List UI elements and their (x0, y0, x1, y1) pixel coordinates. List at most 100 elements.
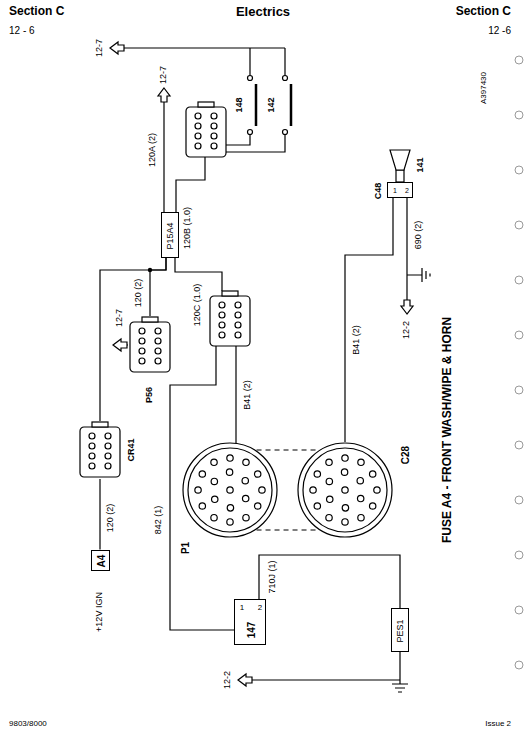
pin-number: 2 (405, 187, 409, 195)
connector-pin (89, 433, 95, 439)
page-ref: 12-2 (223, 670, 233, 690)
connector-block (219, 332, 225, 338)
connector-outline (128, 316, 172, 374)
wire-label: 690 (2) (414, 220, 424, 251)
wire (252, 652, 400, 684)
connector-pin (199, 503, 205, 509)
binder-hole (515, 111, 523, 119)
dashed-link (257, 449, 319, 450)
offpage-arrow (401, 300, 413, 314)
connector-pin (326, 478, 332, 484)
binder-hole (515, 386, 523, 394)
offpage-arrow (158, 88, 170, 102)
connector-outline (78, 421, 122, 479)
drawing-number: A397430 (480, 71, 489, 105)
connector-pin (227, 487, 233, 493)
page-number: 12 -6 (487, 25, 512, 36)
connector-pin (327, 496, 333, 502)
binder-hole (515, 661, 523, 669)
switch-symbol (256, 84, 291, 126)
round-connector-outline (182, 442, 278, 538)
connector-housing (183, 443, 277, 537)
connector-pin (254, 503, 260, 509)
connector-pin (211, 478, 217, 484)
component-label: P15A4 (166, 222, 176, 249)
connector-pin (243, 459, 249, 465)
connector-pin (155, 328, 161, 334)
round-connector-outline (297, 442, 393, 538)
section-header: Section C (8, 5, 65, 18)
connector-pin (139, 328, 145, 334)
connector-pin (358, 514, 364, 520)
component-label: P56 (145, 387, 155, 403)
pin-number: 2 (258, 604, 262, 613)
connector-ring (188, 448, 272, 532)
component-label: A4 (96, 555, 107, 568)
binder-hole (515, 551, 523, 559)
connector-block (211, 123, 217, 129)
connector-pin (139, 348, 145, 354)
connector-pin (227, 519, 233, 525)
wire (235, 346, 236, 445)
connector-pin (105, 433, 111, 439)
horn-symbol (396, 170, 404, 182)
horn-symbol (390, 150, 410, 182)
connector-block (186, 107, 226, 157)
connector-block (210, 296, 250, 346)
switch-box: PES1 (391, 608, 409, 652)
wire-label: 120A (2) (148, 132, 158, 168)
connector-block (219, 322, 225, 328)
document-number: 9803/8000 (8, 720, 48, 729)
connector-pin (342, 519, 348, 525)
connector-ring (303, 448, 387, 532)
connector-block (235, 302, 241, 308)
switch-symbol (248, 76, 292, 135)
wire (176, 157, 205, 212)
binder-hole (515, 441, 523, 449)
wire (259, 555, 400, 608)
connector: CR41 (78, 421, 122, 479)
connector-pin (139, 358, 145, 364)
wire (150, 258, 166, 316)
connector-pin (211, 514, 217, 520)
connector-pin (227, 455, 233, 461)
component-number: 148 (235, 96, 245, 113)
binder-hole (515, 331, 523, 339)
connector-pin (155, 338, 161, 344)
component-label: C28 (400, 446, 411, 464)
switch-symbol (248, 130, 253, 135)
connector-pin (310, 487, 316, 493)
connector-block (195, 113, 201, 119)
binder-hole (515, 496, 523, 504)
connector-block (198, 102, 214, 107)
binder-hole (515, 606, 523, 614)
connector-pin (326, 514, 332, 520)
wire-label: 120B (1.0) (183, 206, 193, 250)
wire (345, 198, 393, 442)
connector-pin (254, 471, 260, 477)
wire (124, 48, 422, 684)
connector-block (186, 102, 226, 157)
connector-block (186, 102, 250, 346)
component-label: PES1 (396, 619, 406, 642)
page-ref: 12-7 (95, 38, 105, 58)
connector-pin (226, 469, 232, 475)
connector-block (195, 143, 201, 149)
page-ref: 12-7 (159, 65, 169, 85)
connector-pin (105, 463, 111, 469)
connector-block (211, 143, 217, 149)
connector-block (219, 302, 225, 308)
switch-symbol (283, 130, 288, 135)
connector-pin (89, 453, 95, 459)
offpage-arrow (110, 42, 413, 686)
connector-housing (80, 427, 120, 477)
component-box: 21147 (234, 599, 266, 645)
component-label: P1 (180, 542, 191, 554)
connector-pin (139, 338, 145, 344)
component-label: C48 (374, 183, 384, 200)
connector-block (210, 291, 250, 346)
connector-tab (142, 317, 158, 322)
component-number: 142 (267, 96, 277, 113)
pin-number: 1 (240, 604, 244, 613)
connector-housing (298, 443, 392, 537)
